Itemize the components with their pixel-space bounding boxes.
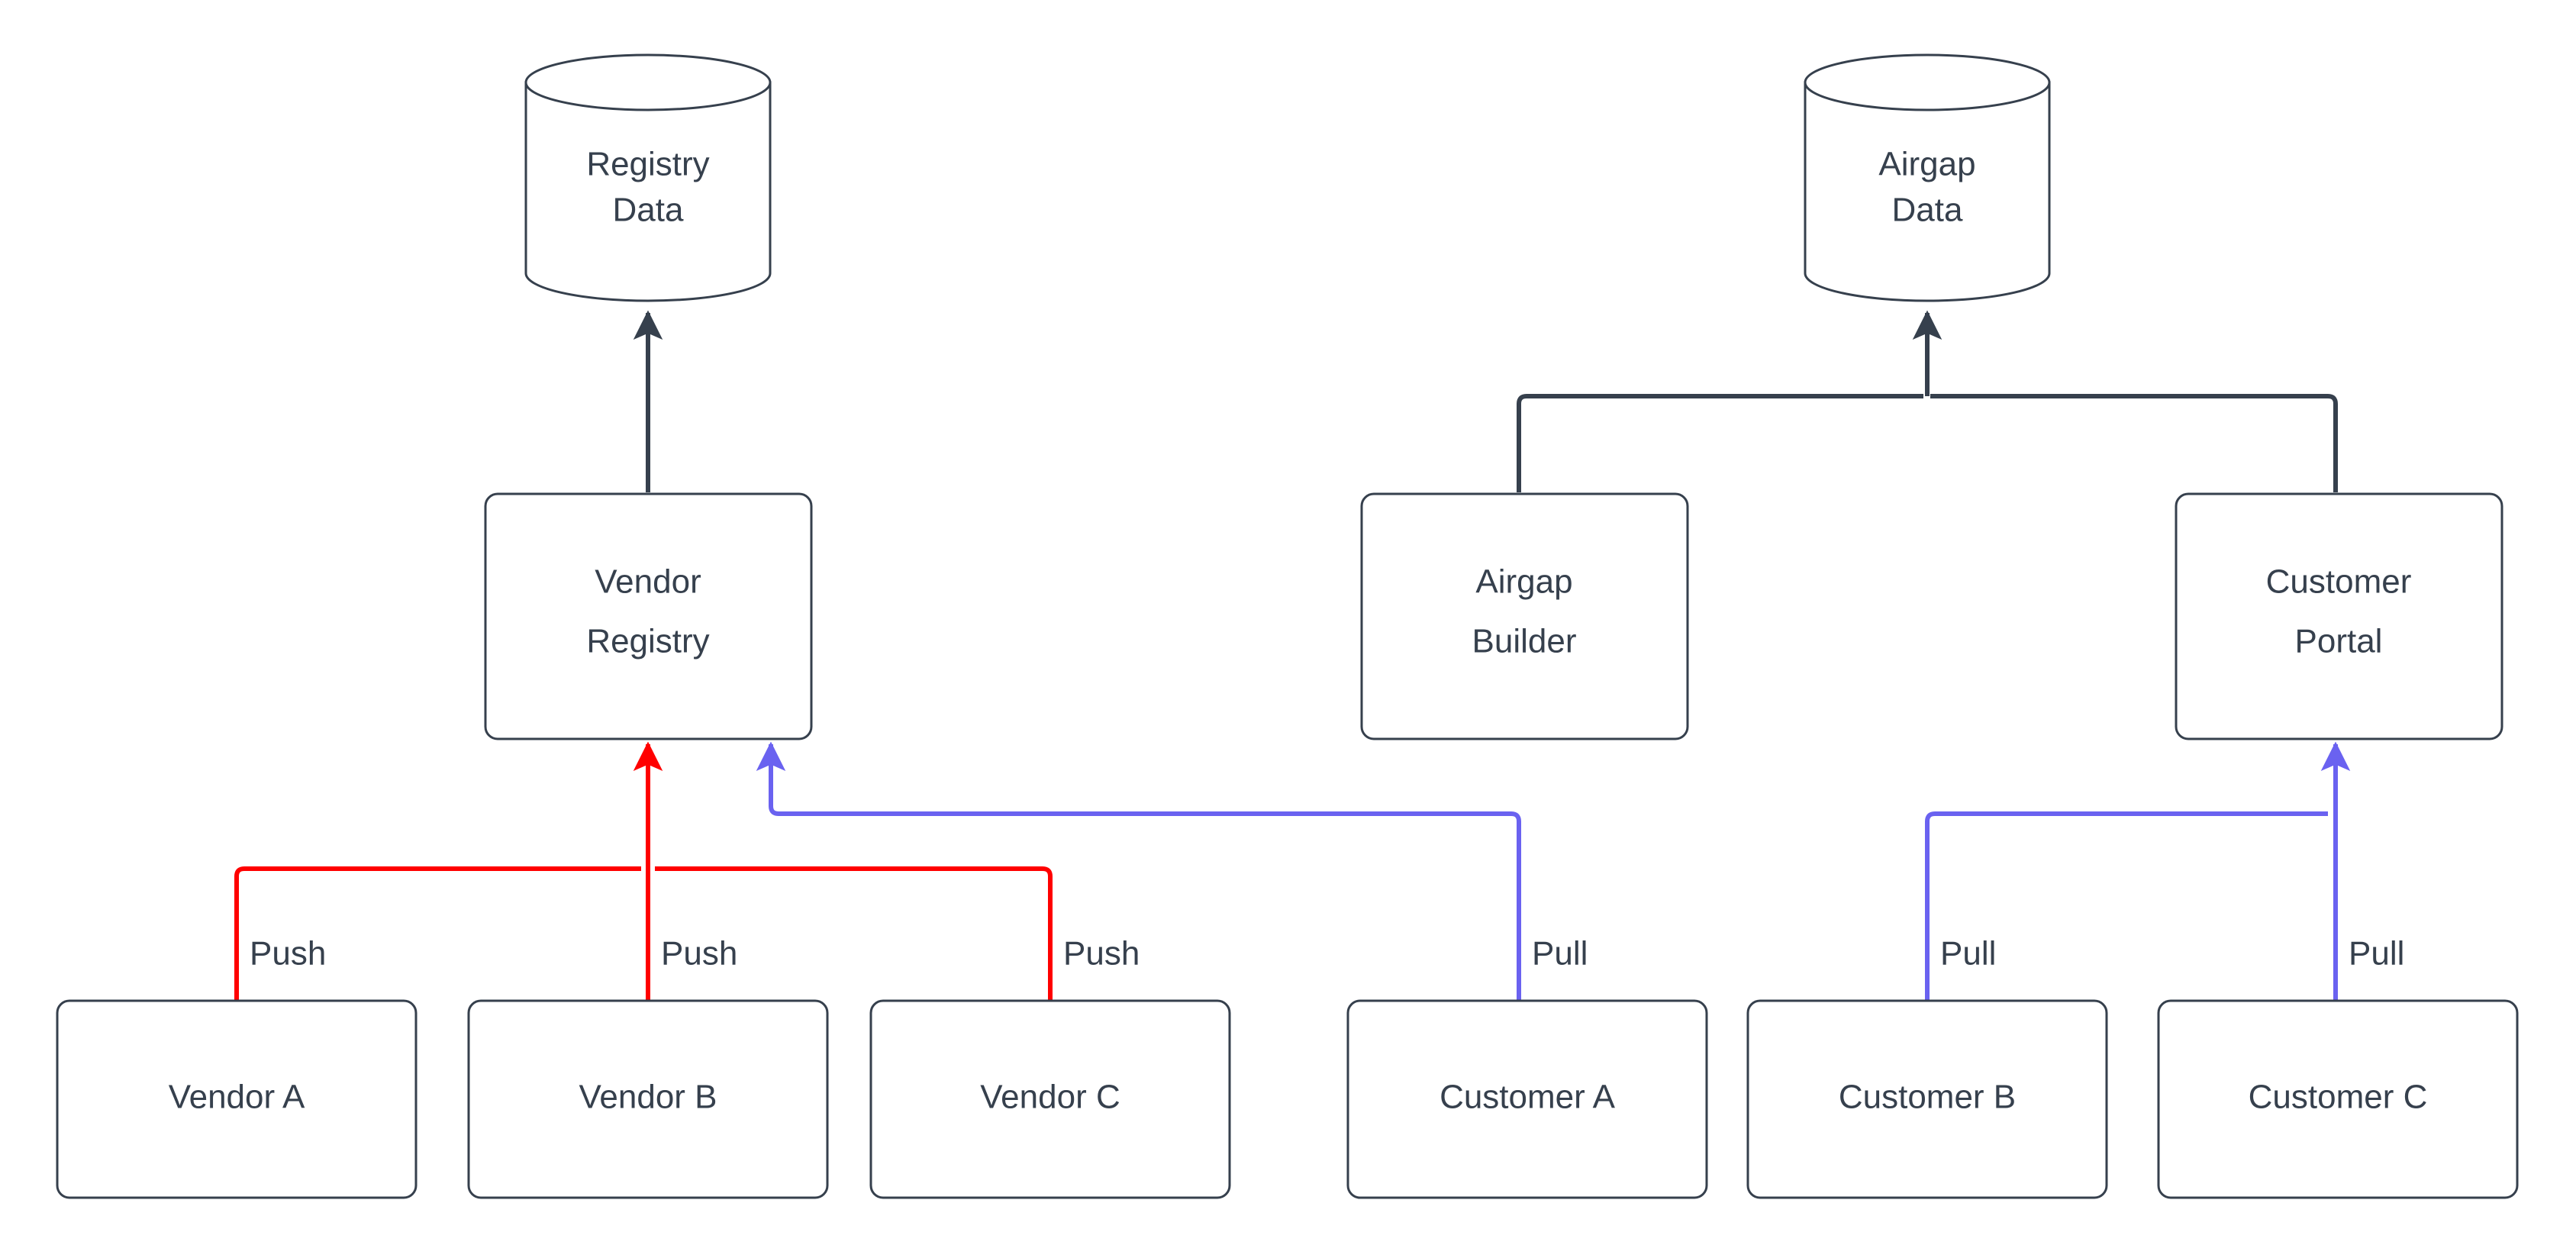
edge-customer-b-pull [1925,811,2328,1000]
edge-label-pull-a: Pull [1532,935,1588,973]
vendor-a-node[interactable]: Vendor A [56,999,418,1199]
airgap-builder-line1: Airgap [1475,563,1572,601]
edge-vendor-a-push [234,866,641,1000]
vendor-b-label: Vendor B [579,1079,717,1116]
vendor-a-label: Vendor A [169,1079,305,1116]
edge-label-push-c: Push [1063,935,1140,973]
registry-data-line2: Data [613,192,684,229]
vendor-c-node[interactable]: Vendor C [869,999,1231,1199]
vendor-b-node[interactable]: Vendor B [467,999,829,1199]
edge-label-push-a: Push [250,935,326,973]
airgap-data-cylinder[interactable]: Airgap Data [1804,53,2051,302]
airgap-builder-line2: Builder [1472,623,1577,660]
vendor-registry-line1: Vendor [595,563,701,601]
customer-c-node[interactable]: Customer C [2157,999,2519,1199]
edge-customer-portal-to-airgap-data [1930,394,2338,492]
edge-airgap-builder-to-airgap-data [1517,394,1923,492]
customer-a-node[interactable]: Customer A [1346,999,1708,1199]
airgap-data-line2: Data [1892,192,1963,229]
vendor-c-label: Vendor C [980,1079,1120,1116]
customer-a-label: Customer A [1440,1079,1616,1116]
edge-label-push-b: Push [661,935,737,973]
airgap-data-line1: Airgap [1878,146,1975,183]
customer-b-node[interactable]: Customer B [1746,999,2108,1199]
edge-vendor-c-push [655,866,1053,1000]
customer-c-label: Customer C [2249,1079,2428,1116]
customer-portal-line2: Portal [2295,623,2383,660]
edge-label-pull-b: Pull [1940,935,1996,973]
edge-customer-a-pull [756,741,1521,1000]
registry-data-cylinder[interactable]: Registry Data [524,53,772,302]
registry-data-line1: Registry [586,146,709,183]
airgap-builder-node[interactable]: Airgap Builder [1360,492,1689,740]
vendor-registry-line2: Registry [586,623,709,660]
customer-portal-line1: Customer [2266,563,2412,601]
customer-b-label: Customer B [1839,1079,2016,1116]
vendor-registry-node[interactable]: Vendor Registry [484,492,813,740]
edge-label-pull-c: Pull [2349,935,2404,973]
customer-portal-node[interactable]: Customer Portal [2175,492,2503,740]
